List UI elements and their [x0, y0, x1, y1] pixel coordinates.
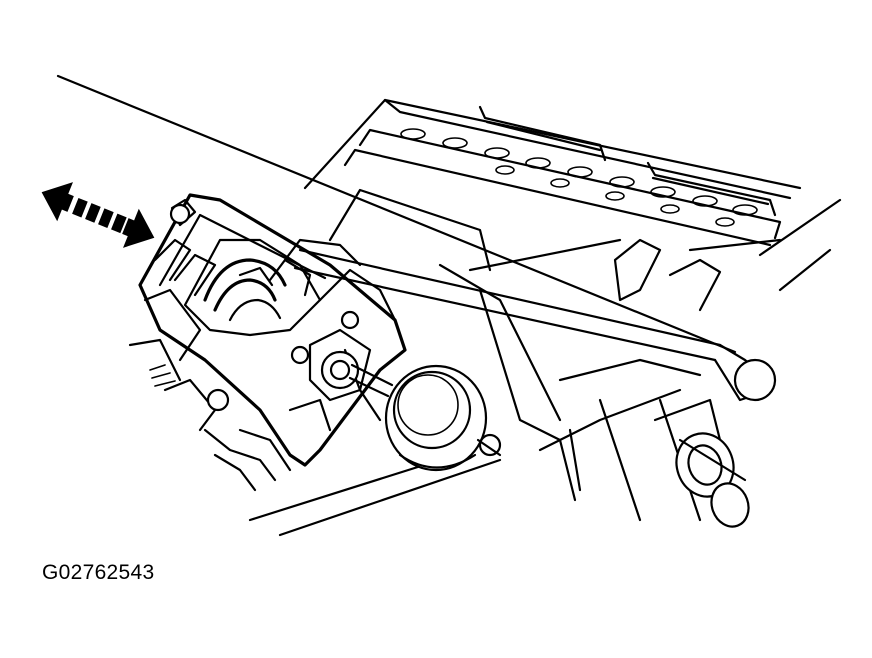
- shaft-end: [653, 398, 750, 528]
- sensor-disc: [384, 364, 502, 472]
- top-edge-line: [56, 74, 737, 354]
- rail-holes: [400, 128, 758, 227]
- double-headed-arrow-icon: [41, 182, 155, 248]
- figure-code: G02762543: [42, 561, 155, 584]
- sensor-bracket: [138, 193, 407, 467]
- lower-beam: [293, 238, 777, 402]
- lower-left-components: [128, 288, 292, 492]
- cylinder-head-rail: [303, 98, 842, 312]
